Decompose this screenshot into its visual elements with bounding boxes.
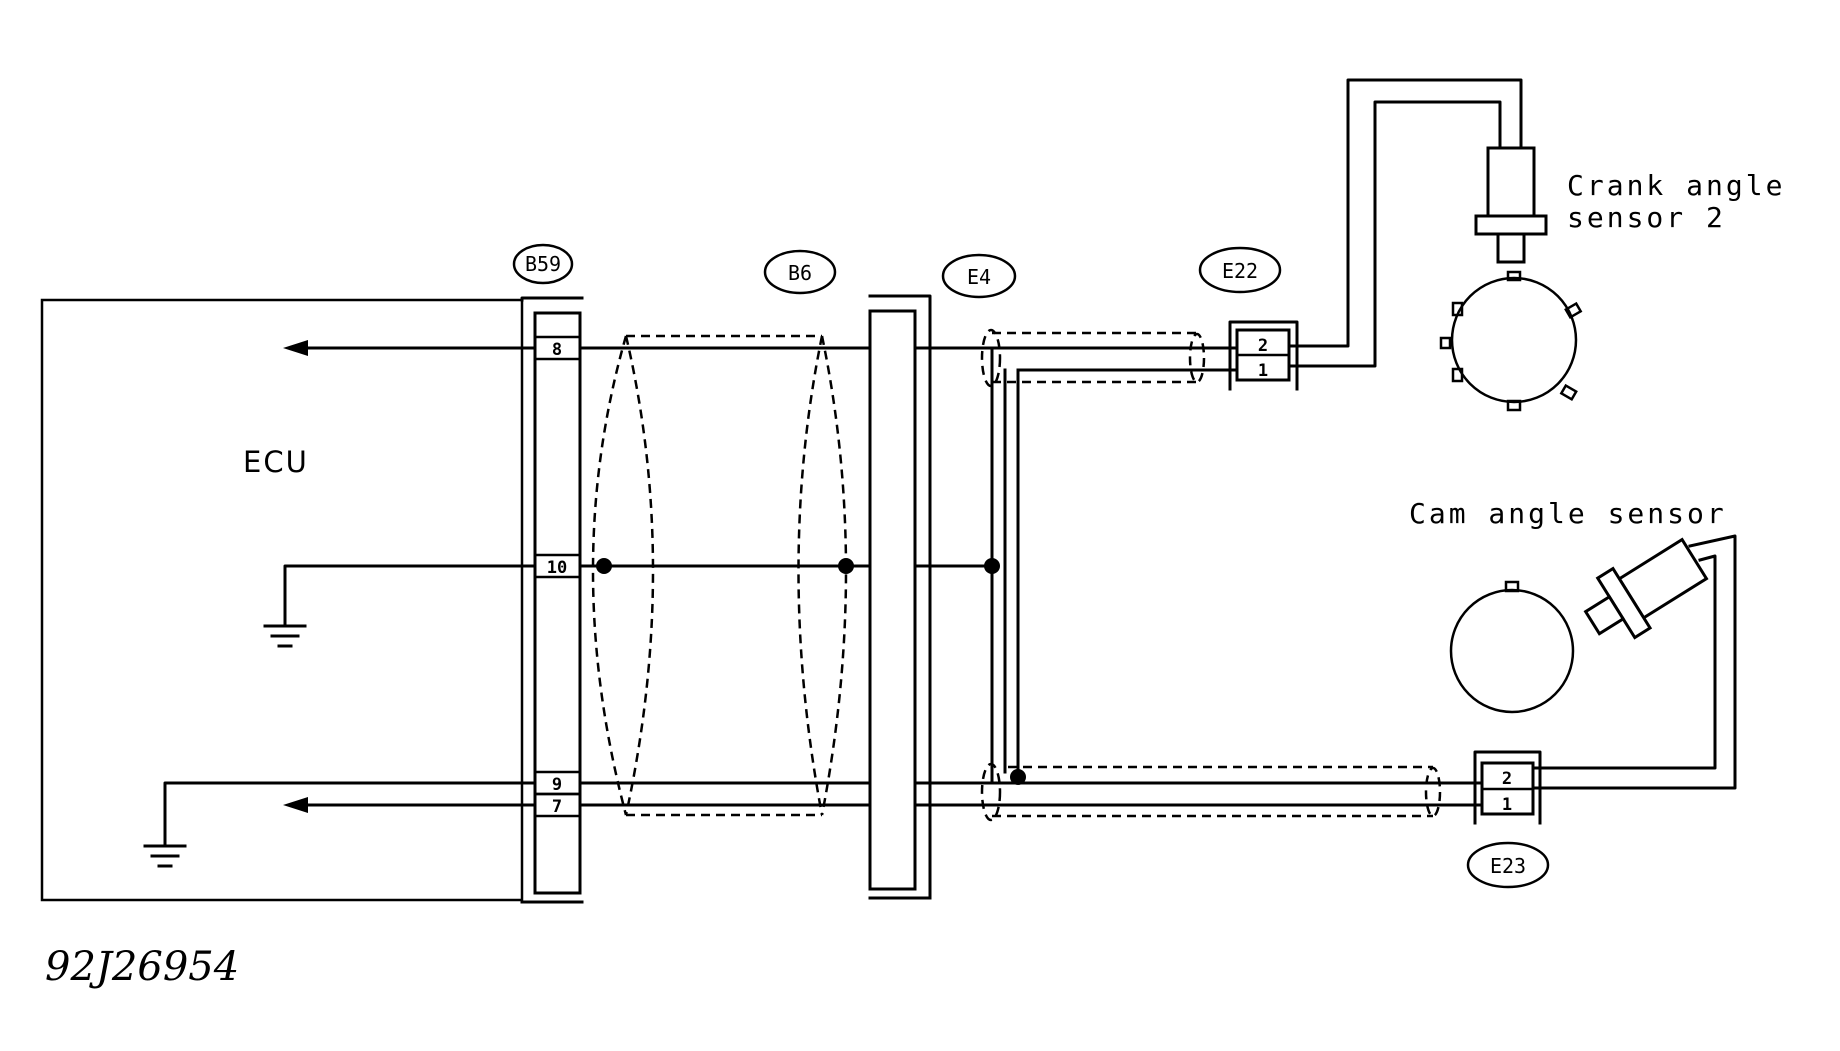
- ecu-arrowhead-pin8: [283, 340, 308, 356]
- wire-cam-sensor-outer: [1531, 534, 1737, 790]
- e22-pin-2: 2: [1258, 336, 1268, 356]
- crank-sensor-body: [1486, 146, 1536, 218]
- connector-e22-tag: [1198, 246, 1282, 294]
- connector-b59: B59 8 10 9 7: [512, 243, 584, 904]
- crank-sensor-tip: [1496, 232, 1526, 264]
- ground-symbol-pin9: [143, 844, 187, 868]
- connector-e23: 2 1 E23: [1466, 750, 1550, 889]
- connector-e4-label: E4: [967, 265, 991, 289]
- cam-sensor-tip: [1583, 594, 1626, 636]
- connector-b59-tag: [512, 243, 574, 285]
- cam-reluctor-wheel: [1449, 580, 1575, 714]
- cam-wheel: [1449, 588, 1575, 714]
- connector-e22: E22 2 1: [1198, 246, 1299, 391]
- connector-e4-tag: [941, 253, 1017, 299]
- connector-b6-label: B6: [788, 261, 812, 285]
- junction-cam-shield: [1010, 769, 1026, 785]
- e22-pin-1: 1: [1258, 361, 1268, 381]
- b59-pin-7: 7: [552, 797, 562, 817]
- crank-angle-sensor-2: Crank angle sensor 2: [1474, 146, 1785, 264]
- shield-right: [797, 335, 854, 816]
- connector-e4-bracket-top: [868, 294, 932, 900]
- connector-e23-bracket: [1473, 750, 1542, 825]
- shield-left-junction: [596, 558, 612, 574]
- ecu-unit: ECU: [40, 298, 537, 902]
- ecu-box: [40, 298, 524, 902]
- connector-e23-label: E23: [1490, 854, 1526, 878]
- figure-code: 92J26954: [45, 944, 239, 990]
- e23-pin-1: 1: [1502, 795, 1512, 815]
- shield-to-e23: [980, 762, 1442, 822]
- cam-sensor-label: Cam angle sensor: [1409, 497, 1727, 530]
- ground-symbol-pin10: [263, 624, 307, 648]
- connector-b6-tag: [763, 249, 837, 295]
- b59-pin-10: 10: [547, 558, 567, 578]
- connector-b6: B6: [763, 249, 837, 295]
- ground-wire-pin10: [283, 564, 537, 626]
- shield-to-e22: [980, 328, 1206, 388]
- ecu-label: ECU: [243, 445, 309, 479]
- connector-e23-tag: [1466, 841, 1550, 889]
- connector-b59-bracket: [520, 296, 584, 302]
- junction-e4-pin10: [984, 558, 1000, 574]
- connector-e4-body: [868, 309, 917, 891]
- connector-e22-label: E22: [1222, 259, 1258, 283]
- crank-wheel: [1450, 276, 1578, 404]
- wire-e22-to-crank-sensor-inner: [1287, 100, 1502, 368]
- e23-pin-2: 2: [1502, 769, 1512, 789]
- shield-left: [591, 334, 822, 817]
- connector-b59-body: [533, 311, 582, 895]
- wire-e22-to-crank-sensor-outer: [1287, 78, 1523, 348]
- ecu-arrowhead-pin7: [283, 797, 308, 813]
- crank-sensor-label-line1: Crank angle: [1567, 169, 1785, 202]
- connector-e4: E4: [868, 253, 1017, 900]
- b59-pin-9: 9: [552, 775, 562, 795]
- wire-cam-sensor-inner: [1531, 554, 1717, 770]
- cam-angle-sensor: Cam angle sensor: [1409, 497, 1737, 790]
- ground-wire-pin9: [163, 781, 537, 845]
- b59-pin-8: 8: [552, 340, 562, 360]
- shield-right-junction: [838, 558, 854, 574]
- crank-sensor-label-line2: sensor 2: [1567, 201, 1726, 234]
- crank-reluctor-wheel: [1439, 270, 1583, 412]
- crank-sensor-flange: [1474, 214, 1548, 236]
- connector-b59-label: B59: [525, 252, 561, 276]
- connector-e22-bracket: [1228, 320, 1299, 391]
